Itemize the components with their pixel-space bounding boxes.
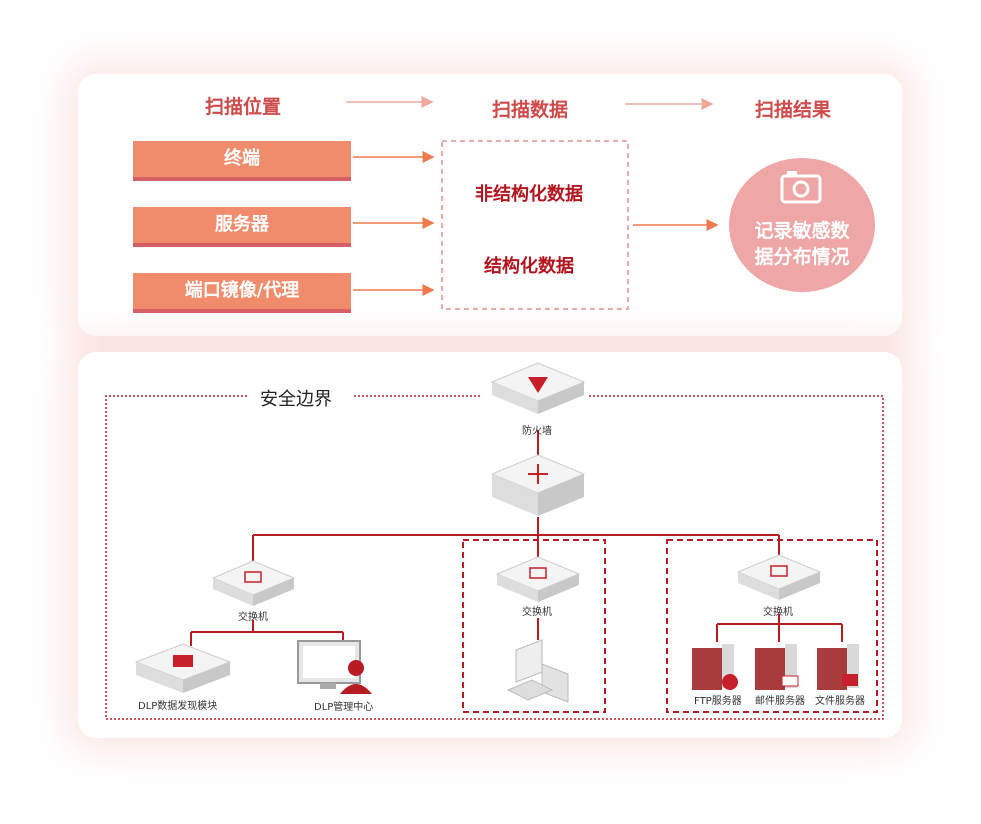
middle-group-box	[462, 539, 606, 713]
mail-server-icon	[755, 644, 799, 690]
firewall-device-icon	[490, 362, 586, 414]
desktop-pc-icon	[506, 639, 569, 703]
switch-left-label: 交换机	[238, 612, 268, 623]
ftp-server-icon	[692, 644, 738, 690]
dlp-management-label: DLP管理中心	[314, 702, 374, 713]
dlp-management-monitor-icon	[297, 640, 372, 694]
camera-icon	[780, 171, 822, 204]
dlp-discovery-device-icon	[134, 643, 232, 693]
source-terminal: 终端	[133, 141, 351, 181]
scan-result-header: 扫描结果	[755, 99, 832, 121]
switch-mid-icon	[495, 556, 581, 602]
source-port-mirror-proxy: 端口镜像/代理	[133, 273, 351, 313]
security-boundary-label: 安全边界	[256, 385, 336, 411]
right-group-box	[666, 539, 878, 713]
structured-data-label: 结构化数据	[484, 256, 574, 277]
switch-left-icon	[211, 560, 296, 606]
dlp-discovery-label: DLP数据发现模块	[138, 701, 218, 712]
unstructured-data-label: 非结构化数据	[475, 184, 583, 205]
scan-result-circle: 记录敏感数 据分布情况	[729, 158, 875, 292]
switch-mid-label: 交换机	[522, 607, 552, 618]
scan-location-header: 扫描位置	[205, 96, 282, 118]
result-line-1: 记录敏感数	[754, 220, 850, 242]
file-server-label: 文件服务器	[815, 696, 865, 707]
scan-data-header: 扫描数据	[492, 99, 569, 121]
core-switch-icon	[490, 454, 586, 516]
file-server-icon	[817, 644, 859, 690]
ftp-server-label: FTP服务器	[694, 696, 742, 707]
source-server: 服务器	[133, 207, 351, 247]
switch-right-icon	[736, 554, 822, 600]
mail-server-label: 邮件服务器	[755, 696, 805, 707]
result-line-2: 据分布情况	[754, 246, 850, 268]
switch-right-label: 交换机	[763, 607, 793, 618]
security-boundary	[105, 395, 884, 720]
firewall-label: 防火墙	[522, 426, 552, 437]
